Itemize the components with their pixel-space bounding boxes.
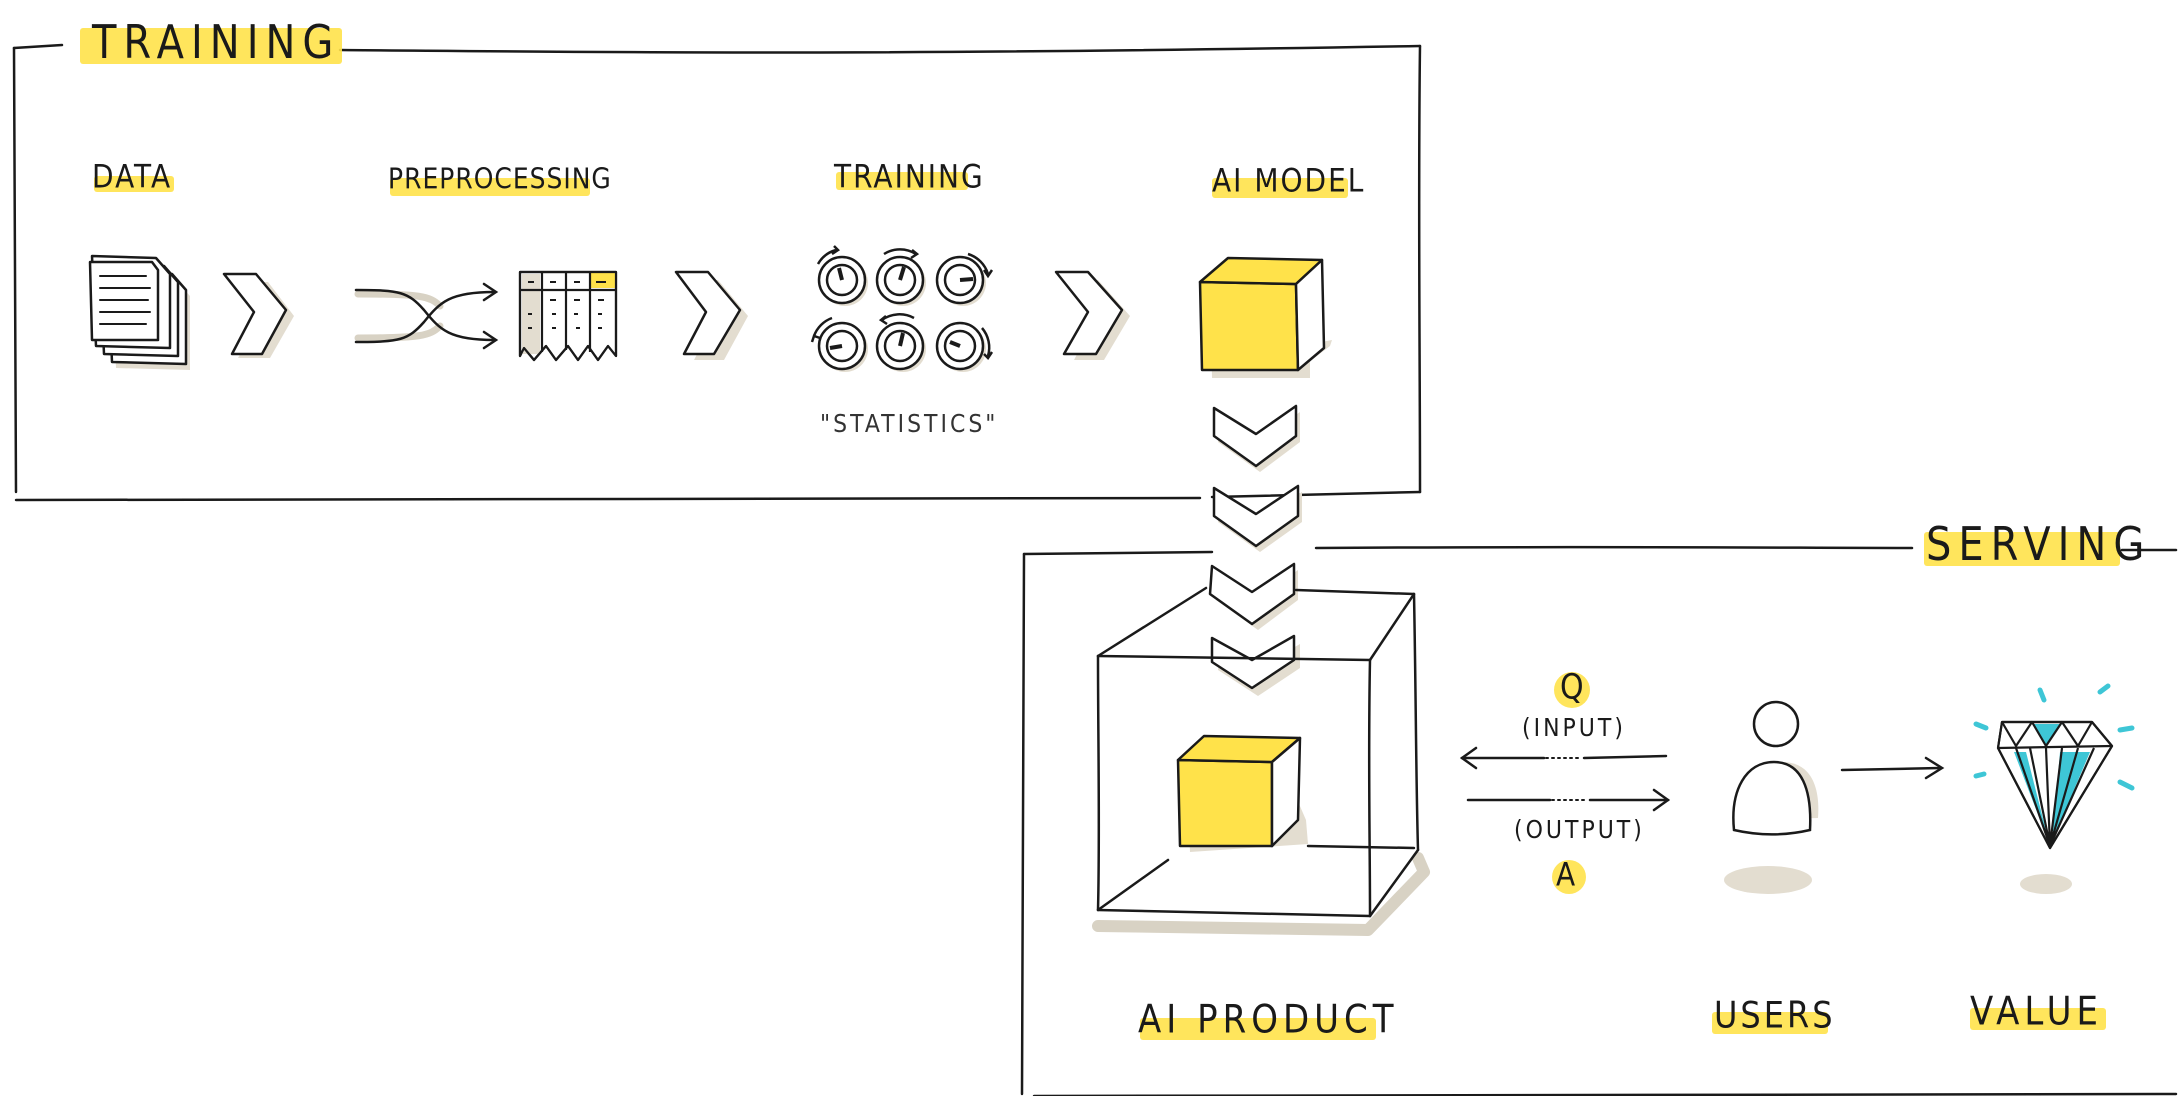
training-title: TRAINING: [92, 17, 340, 70]
a-label: A: [1556, 856, 1577, 894]
chevron-down-icon: [1210, 564, 1298, 630]
input-arrow: [1462, 748, 1666, 768]
documents-icon: [90, 256, 190, 370]
q-label: Q: [1560, 667, 1586, 707]
input-label: (INPUT): [1522, 714, 1626, 743]
table-icon: [520, 272, 616, 360]
statistics-caption: "STATISTICS": [820, 410, 998, 439]
output-arrow: [1468, 790, 1668, 810]
shuffle-icon: [356, 284, 496, 348]
cube-icon: [1178, 736, 1308, 852]
diamond-icon: [1976, 686, 2132, 894]
ai-product-label: AI PRODUCT: [1138, 997, 1399, 1043]
training-frame: [14, 45, 1420, 500]
chevron-right-icon: [224, 274, 294, 358]
training-step-label: TRAINING: [834, 158, 985, 196]
value-label: VALUE: [1970, 989, 2103, 1035]
users-label: USERS: [1714, 993, 1836, 1037]
chevron-down-icon: [1214, 406, 1300, 472]
preprocessing-label: PREPROCESSING: [388, 162, 612, 195]
chevron-down-icon: [1212, 636, 1300, 696]
serving-title: SERVING: [1926, 519, 2151, 572]
dials-icon: [812, 246, 992, 372]
data-label: DATA: [92, 158, 172, 196]
output-label: (OUTPUT): [1514, 816, 1645, 845]
person-icon: [1724, 702, 1818, 894]
ai-model-label: AI MODEL: [1212, 162, 1365, 200]
chevron-right-icon: [1056, 272, 1130, 360]
value-arrow: [1842, 758, 1942, 778]
cube-icon: [1200, 258, 1332, 378]
chevron-right-icon: [676, 272, 748, 360]
